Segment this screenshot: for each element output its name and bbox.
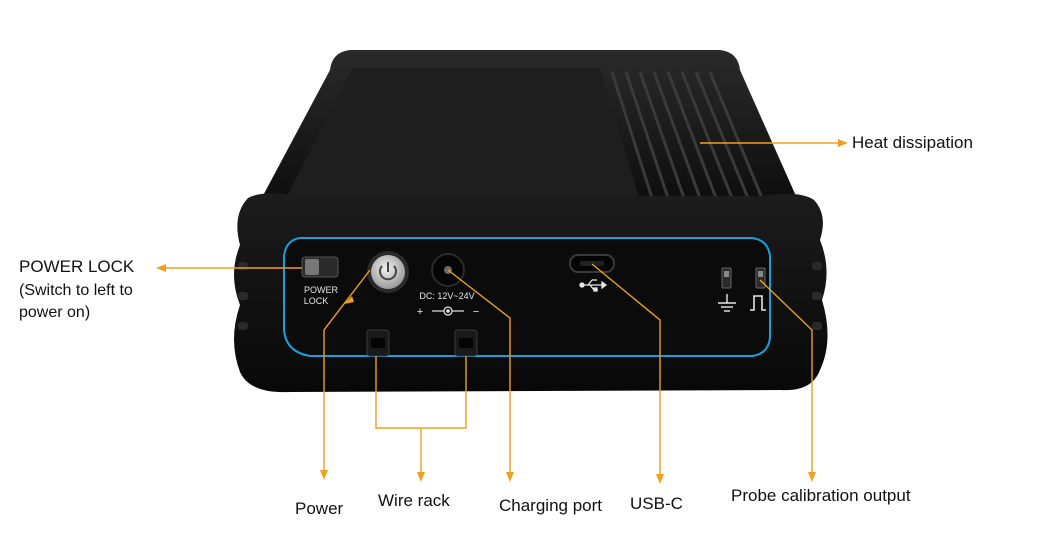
power-lock-panel-text-2: LOCK <box>304 296 329 306</box>
power-icon <box>379 262 397 281</box>
usb-icon <box>579 279 608 292</box>
arrow-probe-icon <box>808 472 816 482</box>
ground-icon <box>718 294 736 312</box>
arrow-lock-panel-icon <box>344 296 354 304</box>
label-power-lock: POWER LOCK <box>19 257 135 276</box>
label-heat-dissipation: Heat dissipation <box>852 133 973 152</box>
polarity-plus: + <box>417 306 423 318</box>
callout-arrowheads <box>156 139 848 484</box>
arrow-power-lock-icon <box>156 264 166 272</box>
square-wave-icon <box>750 295 766 311</box>
polarity-icon <box>432 306 464 316</box>
usb-c-port[interactable] <box>569 254 615 273</box>
arrow-wire-rack-icon <box>417 472 425 482</box>
arrow-power-icon <box>320 470 328 480</box>
polarity-minus: − <box>473 306 479 318</box>
callout-lines <box>165 142 840 474</box>
power-button[interactable] <box>367 251 409 293</box>
label-charging-port: Charging port <box>499 496 603 515</box>
wire-rack-hook-left <box>366 329 390 357</box>
arrow-usb-icon <box>656 474 664 484</box>
callout-line-power <box>323 269 371 470</box>
ground-terminal[interactable] <box>721 267 732 289</box>
label-probe-calibration: Probe calibration output <box>731 486 911 505</box>
callout-line-charging <box>447 269 511 472</box>
callout-line-usb <box>591 263 661 474</box>
label-power-lock-note-1: (Switch to left to <box>19 282 133 299</box>
label-usb-c: USB-C <box>630 494 683 513</box>
wire-rack-hook-right <box>454 329 478 357</box>
callout-line-probe <box>759 279 813 472</box>
power-lock-switch[interactable] <box>301 256 339 278</box>
dc-rating-text: DC: 12V~24V <box>419 291 474 301</box>
label-power-lock-note-2: power on) <box>19 304 91 321</box>
front-panel-trim <box>283 237 771 357</box>
device-top-housing <box>258 50 800 205</box>
label-power: Power <box>295 499 344 518</box>
calibration-signal-terminal[interactable] <box>755 267 766 289</box>
power-lock-panel-text-1: POWER <box>304 285 339 295</box>
heat-sink-fins <box>610 71 764 199</box>
arrow-charging-icon <box>506 472 514 482</box>
label-wire-rack: Wire rack <box>378 491 450 510</box>
arrow-heat-icon <box>838 139 848 147</box>
